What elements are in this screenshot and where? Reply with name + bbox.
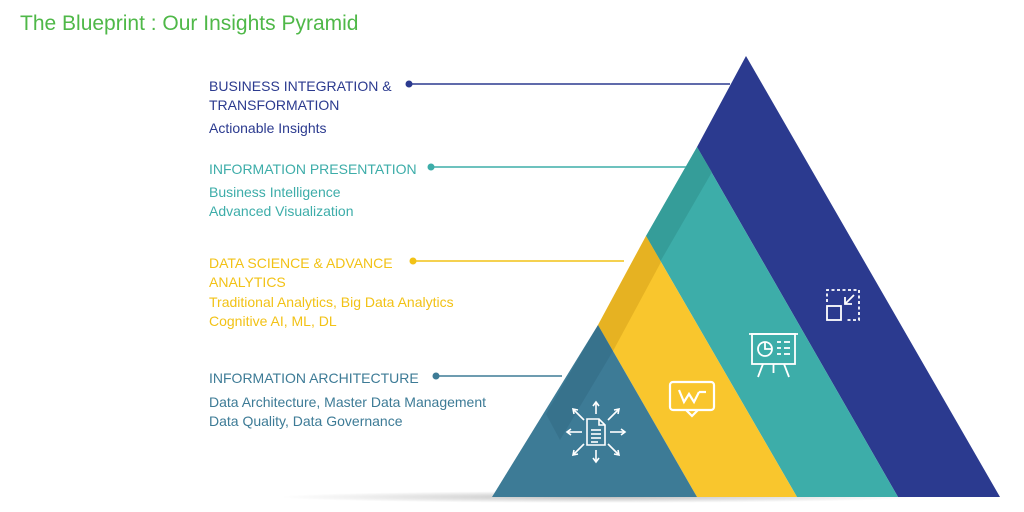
pyramid-layer-information-architecture-shade — [546, 325, 613, 440]
pyramid-layer-information-architecture — [492, 325, 697, 497]
leader-line-tier-3 — [409, 257, 624, 265]
tier-business-integration: BUSINESS INTEGRATION & TRANSFORMATION Ac… — [209, 77, 392, 138]
document-network-icon — [565, 400, 627, 464]
presentation-board-icon — [749, 333, 798, 378]
tier-heading: DATA SCIENCE & ADVANCE ANALYTICS — [209, 254, 454, 292]
tier-item: Business Intelligence — [209, 184, 341, 200]
leader-line-tier-1 — [405, 80, 730, 88]
tier-information-architecture: INFORMATION ARCHITECTURE Data Architectu… — [209, 369, 486, 431]
pyramid-layer-data-science-shade — [598, 236, 661, 351]
pyramid-layer-data-science — [598, 236, 797, 497]
pyramid-layer-information-presentation — [646, 147, 898, 497]
tier-heading-line: BUSINESS INTEGRATION & — [209, 78, 392, 94]
tier-heading: BUSINESS INTEGRATION & TRANSFORMATION — [209, 77, 392, 115]
tier-heading-line: ANALYTICS — [209, 274, 286, 290]
tier-item: Cognitive AI, ML, DL — [209, 313, 337, 329]
tier-heading: INFORMATION PRESENTATION — [209, 160, 417, 179]
pyramid-layer-business-integration — [697, 56, 1000, 497]
tier-items: Traditional Analytics, Big Data Analytic… — [209, 293, 454, 331]
tier-item: Advanced Visualization — [209, 203, 354, 219]
minimize-arrows-icon — [826, 289, 860, 321]
tier-items: Actionable Insights — [209, 119, 392, 138]
tier-items: Business Intelligence Advanced Visualiza… — [209, 183, 417, 221]
tier-heading: INFORMATION ARCHITECTURE — [209, 369, 486, 388]
pyramid-layer-information-presentation-shade — [646, 147, 712, 262]
tier-heading-line: INFORMATION PRESENTATION — [209, 161, 417, 177]
tier-data-science: DATA SCIENCE & ADVANCE ANALYTICS Traditi… — [209, 254, 454, 331]
tier-items: Data Architecture, Master Data Managemen… — [209, 393, 486, 431]
leader-line-tier-2 — [427, 163, 686, 171]
page-title: The Blueprint : Our Insights Pyramid — [20, 12, 359, 35]
tier-heading-line: INFORMATION ARCHITECTURE — [209, 370, 419, 386]
leader-line-tier-4 — [432, 372, 562, 380]
tier-item: Traditional Analytics, Big Data Analytic… — [209, 294, 454, 310]
tier-information-presentation: INFORMATION PRESENTATION Business Intell… — [209, 160, 417, 221]
monitor-chart-icon — [668, 380, 716, 418]
tier-item: Data Quality, Data Governance — [209, 413, 403, 429]
tier-heading-line: DATA SCIENCE & ADVANCE — [209, 255, 393, 271]
tier-item: Actionable Insights — [209, 120, 327, 136]
tier-heading-line: TRANSFORMATION — [209, 97, 340, 113]
tier-item: Data Architecture, Master Data Managemen… — [209, 394, 487, 410]
